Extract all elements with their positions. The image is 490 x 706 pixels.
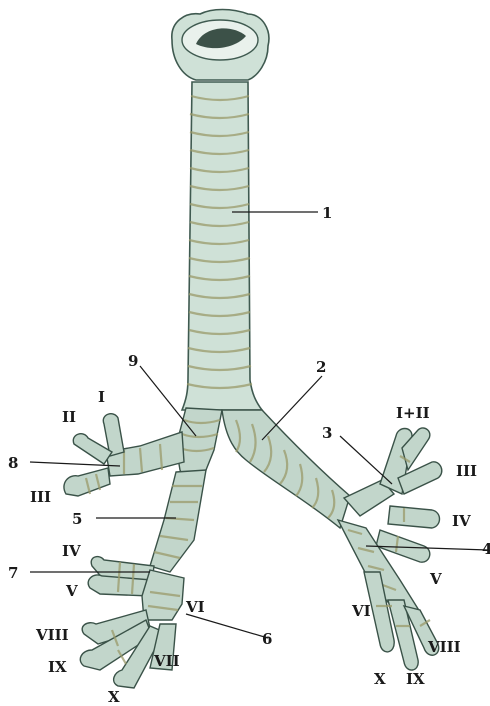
label-7: 7 [8,564,18,582]
seg-label-left-V: V [429,570,442,588]
seg-label-right-VII: VII [153,652,180,670]
seg-label-left-VI: VI [351,602,371,620]
seg-label-left-X: X [374,670,386,688]
label-3: 3 [322,424,332,442]
label-2: 2 [316,358,326,376]
label-5: 5 [72,510,82,528]
seg-label-right-VI: VI [185,598,205,616]
seg-label-left-IV: IV [452,512,471,530]
label-1: 1 [322,204,332,222]
seg-label-right-II: II [62,408,76,426]
trachea [172,10,269,411]
bronchus-intermedius [150,470,206,572]
seg-label-right-X: X [108,688,120,706]
seg-label-left-VIII: VIII [427,638,461,656]
label-8: 8 [8,454,18,472]
label-9: 9 [128,352,138,370]
seg-label-right-I: I [98,388,105,406]
seg-label-right-IX: IX [48,658,67,676]
seg-label-right-III: III [30,488,51,506]
seg-label-left-I-II: I+II [396,404,430,422]
seg-label-right-VIII: VIII [35,626,69,644]
label-6: 6 [262,630,272,648]
seg-label-right-V: V [65,582,78,600]
right-upper-lobe-bronchus [64,414,184,496]
label-4: 4 [482,540,490,558]
seg-label-left-III: III [456,462,477,480]
seg-label-right-IV: IV [62,542,81,560]
seg-label-left-IX: IX [406,670,425,688]
